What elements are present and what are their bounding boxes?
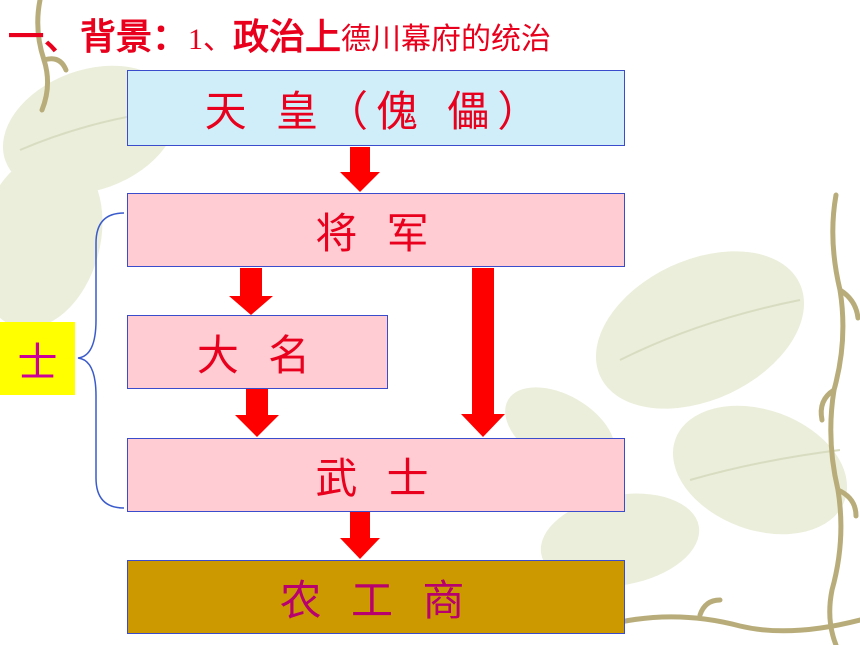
emperor-box: 天 皇（傀 儡）	[127, 70, 625, 146]
title-bold: 政治上	[233, 17, 342, 58]
leaf-decoration	[0, 65, 848, 587]
daimyo-box: 大 名	[127, 315, 388, 389]
vine-border-bottom	[617, 597, 860, 634]
slide-title: 一、背景：1、政治上德川幕府的统治	[8, 12, 551, 64]
title-number: 1、	[188, 23, 234, 56]
samurai-box: 武 士	[127, 438, 625, 512]
vine-border-left	[35, 0, 69, 113]
commoners-box: 农 工 商	[127, 560, 625, 634]
shogun-box: 将 军	[127, 193, 625, 267]
title-rest: 德川幕府的统治	[341, 22, 552, 57]
title-lead: 一、背景	[8, 17, 153, 58]
shi-class-label: 士	[0, 322, 75, 395]
vine-border-right	[818, 192, 860, 645]
title-colon: ：	[152, 17, 189, 58]
